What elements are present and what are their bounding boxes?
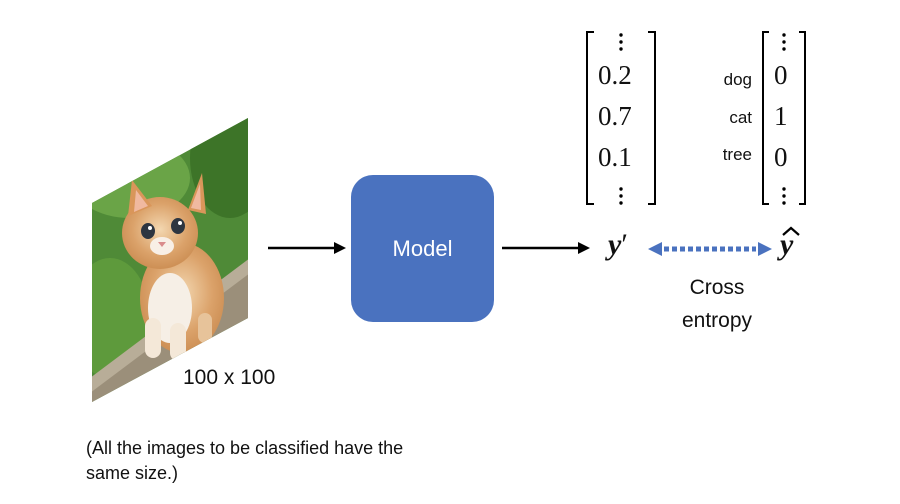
y-prime-symbol: y′ (608, 228, 628, 262)
class-label-cat: cat (729, 108, 752, 127)
hat-mark (782, 226, 800, 236)
arrow-to-output (502, 242, 590, 254)
model-box: Model (351, 175, 494, 322)
arrow-to-model (268, 242, 346, 254)
caption-line2: same size.) (86, 463, 179, 483)
model-label: Model (392, 235, 453, 261)
target-value-dog: 0 (774, 60, 788, 90)
target-value-cat: 1 (774, 101, 788, 131)
prediction-vector-brackets (586, 31, 656, 205)
y-hat-letter: y (780, 228, 794, 261)
y-hat-symbol: y (780, 228, 793, 262)
cross-entropy-double-arrow (648, 242, 772, 256)
caption: (All the images to be classified have th… (86, 436, 466, 486)
y-prime-letter: y (608, 228, 622, 261)
prediction-value-dog: 0.2 (598, 60, 632, 90)
cross-entropy-line2: entropy (681, 309, 753, 332)
caption-line1: (All the images to be classified have th… (86, 438, 404, 458)
prime-mark: ′ (621, 228, 628, 261)
target-value-tree: 0 (774, 142, 788, 172)
class-label-dog: dog (723, 70, 752, 89)
cross-entropy-label: Cross entropy (662, 271, 772, 337)
image-size-label: 100 x 100 (183, 366, 276, 389)
prediction-value-tree: 0.1 (598, 142, 632, 172)
class-label-tree: tree (722, 145, 752, 164)
kitten-image (92, 118, 248, 402)
target-vector-brackets (762, 31, 806, 205)
cross-entropy-line1: Cross (689, 276, 745, 299)
prediction-value-cat: 0.7 (598, 101, 632, 131)
